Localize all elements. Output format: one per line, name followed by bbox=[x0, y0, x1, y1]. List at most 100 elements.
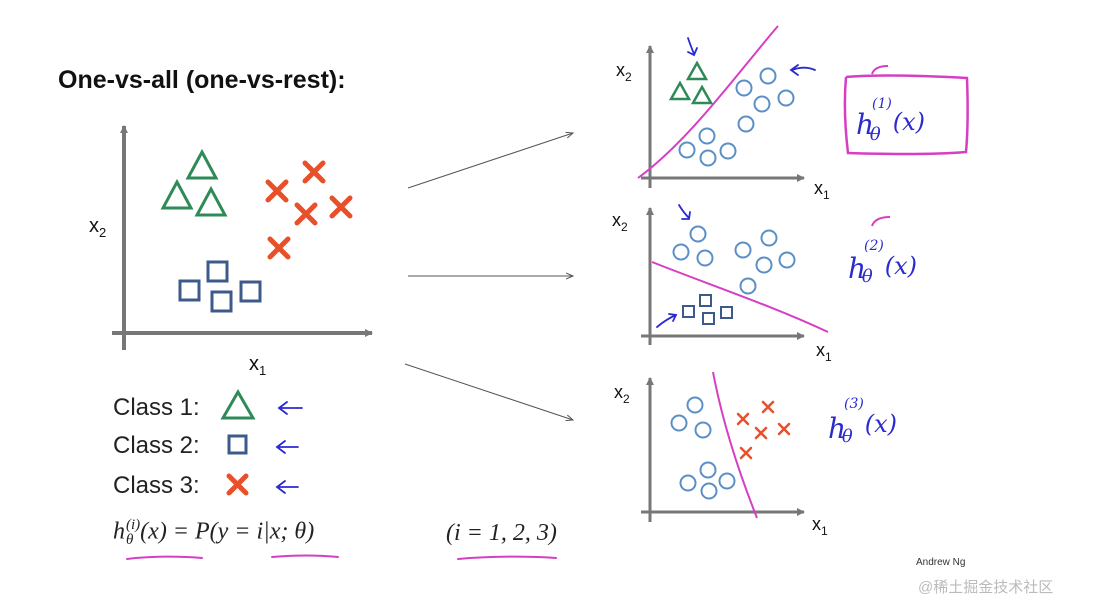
cross-icon bbox=[265, 179, 289, 203]
main-x-axis-label: x1 bbox=[249, 353, 266, 378]
circle-icon bbox=[734, 241, 752, 259]
annotation-arrow-icon bbox=[275, 440, 299, 454]
subplot-1: x2 x1 h(1)θ(x) bbox=[616, 25, 969, 202]
circle-icon bbox=[700, 482, 718, 500]
class-3-label: Class 3: bbox=[113, 472, 200, 499]
hypothesis-formula: h(i)θ(x) = P(y = i|x; θ) bbox=[113, 517, 315, 548]
circle-icon bbox=[737, 115, 755, 133]
circle-icon bbox=[689, 225, 707, 243]
circle-icon bbox=[739, 277, 757, 295]
subplot-3: x2 x1 h(3)θ(x) bbox=[614, 371, 897, 538]
circle-icon bbox=[699, 461, 717, 479]
subplot-3-y-label: x2 bbox=[614, 382, 630, 406]
circle-icon bbox=[678, 141, 696, 159]
square-icon bbox=[682, 305, 695, 318]
decision-boundary bbox=[712, 371, 758, 519]
triangle-icon bbox=[160, 178, 194, 210]
circle-icon bbox=[778, 251, 796, 269]
author-credit: Andrew Ng bbox=[916, 557, 966, 568]
hypothesis-h2: h(2)θ(x) bbox=[848, 238, 917, 287]
subplot-3-x-label: x1 bbox=[812, 514, 828, 538]
subplot-1-y-label: x2 bbox=[616, 60, 632, 84]
square-icon bbox=[178, 279, 201, 302]
highlight-box bbox=[843, 74, 969, 156]
triangle-icon bbox=[690, 84, 714, 105]
circle-icon bbox=[735, 79, 753, 97]
arrow-to-subplot-3 bbox=[404, 363, 573, 420]
class-row-3: Class 3: bbox=[113, 472, 200, 500]
subplot-2-x-label: x1 bbox=[816, 340, 832, 364]
arrow-to-subplot-1 bbox=[407, 133, 573, 189]
circle-icon bbox=[694, 421, 712, 439]
annotation-arrow-icon bbox=[277, 401, 303, 415]
subplot-2: x2 x1 h(2)θ(x) bbox=[612, 204, 917, 364]
circle-icon bbox=[718, 472, 736, 490]
highlight-box-hook bbox=[871, 65, 889, 75]
connector-arrows bbox=[404, 133, 573, 420]
circle-icon bbox=[696, 249, 714, 267]
circle-icon bbox=[753, 95, 771, 113]
square-icon bbox=[720, 306, 733, 319]
annotation-arrow-icon bbox=[789, 64, 816, 76]
annotation-hook bbox=[871, 216, 891, 227]
hypothesis-h1: h(1)θ(x) bbox=[856, 96, 925, 145]
circle-icon bbox=[670, 414, 688, 432]
triangle-icon bbox=[185, 148, 219, 180]
circle-icon bbox=[686, 396, 704, 414]
subplot-2-y-label: x2 bbox=[612, 210, 628, 234]
circle-icon bbox=[777, 89, 795, 107]
main-plot: x2 x1 bbox=[89, 125, 373, 378]
square-icon bbox=[210, 290, 233, 313]
class-2-label: Class 2: bbox=[113, 432, 200, 459]
decision-boundary bbox=[637, 25, 779, 179]
main-squares bbox=[178, 260, 262, 313]
main-y-axis-label: x2 bbox=[89, 215, 106, 240]
circle-icon bbox=[698, 127, 716, 145]
cross-icon bbox=[294, 202, 318, 226]
cross-icon bbox=[761, 400, 775, 414]
subplot-1-x-label: x1 bbox=[814, 178, 830, 202]
cross-icon bbox=[267, 236, 291, 260]
square-icon bbox=[206, 260, 229, 283]
class-row-2: Class 2: bbox=[113, 432, 200, 460]
cross-icon bbox=[739, 446, 753, 460]
circle-icon bbox=[759, 67, 777, 85]
legend-markers bbox=[220, 388, 303, 496]
underline bbox=[457, 555, 557, 560]
class-1-label: Class 1: bbox=[113, 394, 200, 421]
triangle-icon bbox=[194, 185, 228, 217]
annotation-arrow-icon bbox=[678, 204, 691, 220]
underline bbox=[126, 555, 203, 560]
decision-boundary bbox=[651, 261, 829, 333]
cross-icon bbox=[754, 426, 768, 440]
square-icon bbox=[227, 434, 248, 455]
main-crosses bbox=[265, 160, 353, 260]
cross-icon bbox=[329, 195, 353, 219]
square-icon bbox=[702, 312, 715, 325]
cross-icon bbox=[226, 473, 249, 496]
main-triangles bbox=[160, 148, 228, 217]
circle-icon bbox=[672, 243, 690, 261]
circle-icon bbox=[760, 229, 778, 247]
hypothesis-h3: h(3)θ(x) bbox=[828, 396, 897, 447]
watermark: @稀土掘金技术社区 bbox=[918, 579, 1054, 596]
triangle-icon bbox=[668, 80, 692, 101]
circle-icon bbox=[719, 142, 737, 160]
triangle-icon bbox=[685, 60, 709, 81]
circle-icon bbox=[699, 149, 717, 167]
circle-icon bbox=[679, 474, 697, 492]
formula-underlines bbox=[126, 554, 557, 560]
triangle-icon bbox=[220, 388, 256, 420]
annotation-arrow-icon bbox=[687, 37, 698, 57]
circle-icon bbox=[755, 256, 773, 274]
cross-icon bbox=[302, 160, 326, 184]
annotation-arrow-icon bbox=[275, 480, 299, 494]
underline bbox=[271, 554, 339, 558]
class-row-1: Class 1: bbox=[113, 394, 200, 422]
cross-icon bbox=[736, 412, 750, 426]
square-icon bbox=[239, 280, 262, 303]
annotation-arrow-icon bbox=[656, 313, 678, 328]
square-icon bbox=[699, 294, 712, 307]
index-range: (i = 1, 2, 3) bbox=[446, 520, 557, 546]
